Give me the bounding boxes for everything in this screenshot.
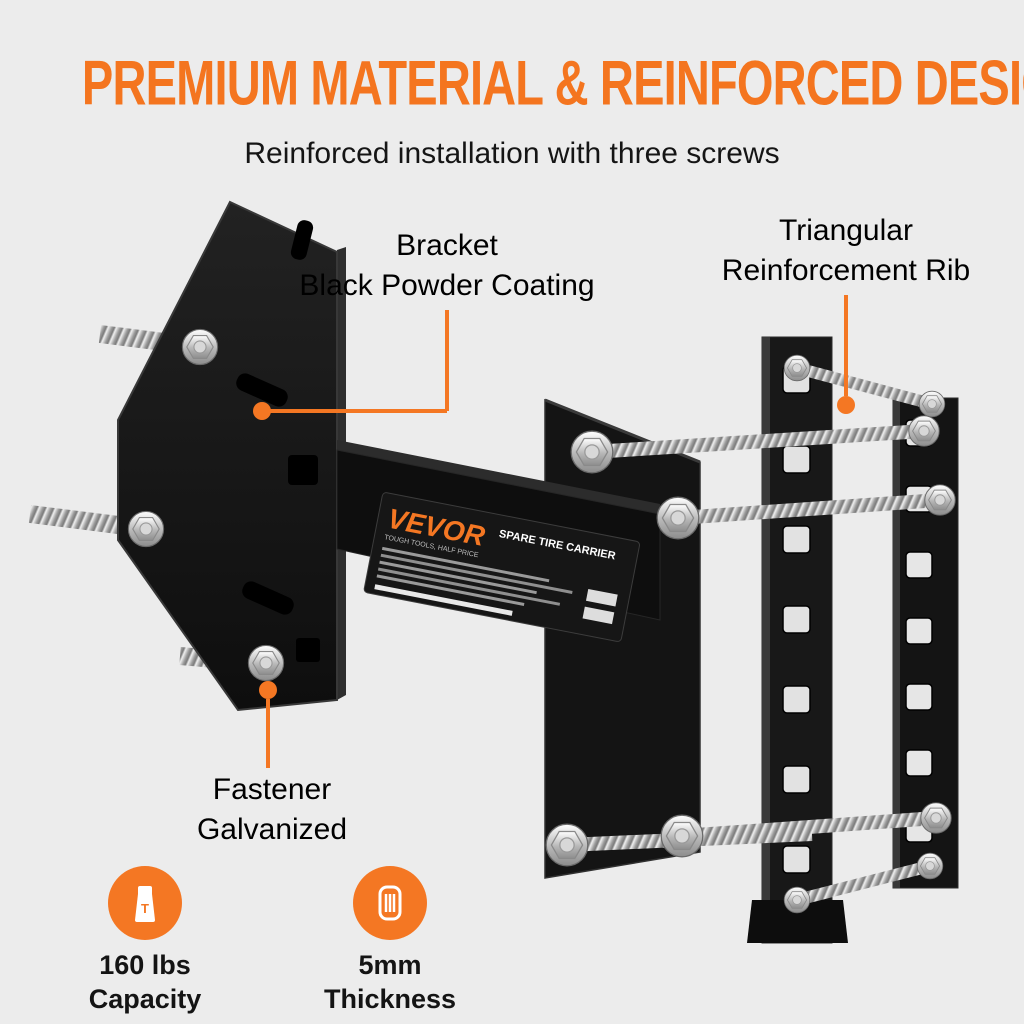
page-subtitle: Reinforced installation with three screw… [244, 137, 780, 170]
callout-bracket-leader-vertical [445, 310, 449, 411]
callout-rib-leader-vertical [844, 295, 848, 396]
weight-icon: T [135, 886, 155, 922]
page-title: PREMIUM MATERIAL & REINFORCED DESIGN [81, 47, 1024, 118]
header: PREMIUM MATERIAL & REINFORCED DESIGN Rei… [0, 47, 1024, 171]
feature-thickness-label: 5mm Thickness [315, 949, 465, 1017]
feature-thickness-value: 5mm [358, 950, 422, 980]
callout-rib-dot [837, 396, 855, 414]
callout-bracket-line1: Bracket [396, 229, 498, 262]
feature-capacity: T 160 lbs Capacity [70, 866, 220, 1017]
feature-capacity-badge: T [108, 866, 182, 940]
callout-bracket-line2: Black Powder Coating [299, 269, 595, 303]
callout-fastener-line2: Galvanized [196, 813, 348, 847]
callout-rib-line1: Triangular [779, 214, 913, 247]
upright-plate [544, 398, 701, 879]
thickness-icon [378, 885, 402, 921]
far-rail [892, 397, 959, 889]
bracket-plate [117, 200, 346, 712]
feature-thickness-caption: Thickness [323, 983, 457, 1014]
reinforcement-rails [747, 336, 959, 944]
near-rail [747, 336, 848, 944]
feature-thickness: 5mm Thickness [315, 866, 465, 1017]
callout-bracket-dot [253, 402, 271, 420]
callout-bracket-leader-horizontal [262, 409, 447, 413]
callout-fastener-dot [259, 681, 277, 699]
callout-rib-line2: Reinforcement Rib [721, 254, 971, 288]
feature-thickness-badge [353, 866, 427, 940]
threaded-rods [566, 362, 941, 906]
svg-text:T: T [141, 901, 149, 916]
callout-fastener-line1: Fastener [212, 773, 332, 806]
callout-bracket: Bracket Black Powder Coating [287, 226, 607, 306]
callout-rib: Triangular Reinforcement Rib [716, 211, 976, 291]
callout-fastener: Fastener Galvanized [142, 770, 402, 850]
feature-capacity-label: 160 lbs Capacity [70, 949, 220, 1017]
product-sticker: VEVOR TOUGH TOOLS, HALF PRICE SPARE TIRE… [363, 492, 640, 642]
feature-capacity-value: 160 lbs [99, 950, 191, 980]
feature-capacity-caption: Capacity [88, 983, 202, 1014]
callout-fastener-leader-vertical [266, 699, 270, 768]
